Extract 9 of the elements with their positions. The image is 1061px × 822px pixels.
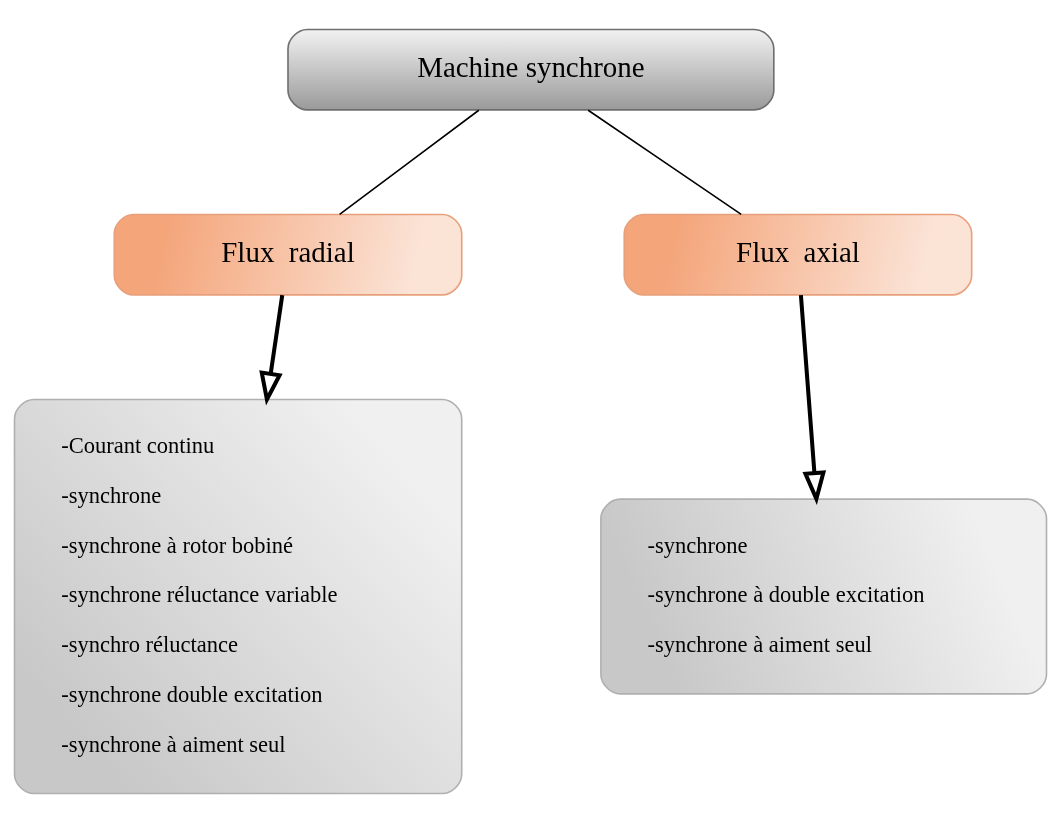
connector <box>338 108 480 215</box>
node-box: -synchrone -synchrone à double excitation -synchrone à aiment seul <box>600 497 1048 695</box>
node-box: Machine synchrone <box>287 28 775 111</box>
node-box: Flux radial <box>113 213 463 296</box>
node-box: -Courant continu -synchrone -synchrone à rotor bobiné -synchrone réluctance variable -synchro réluctance -synchrone double excitation -synchrone à aiment seul <box>13 398 463 794</box>
node-box: Flux axial <box>623 213 973 296</box>
connector <box>587 108 742 215</box>
arrow <box>798 294 827 505</box>
arrow <box>259 294 285 405</box>
